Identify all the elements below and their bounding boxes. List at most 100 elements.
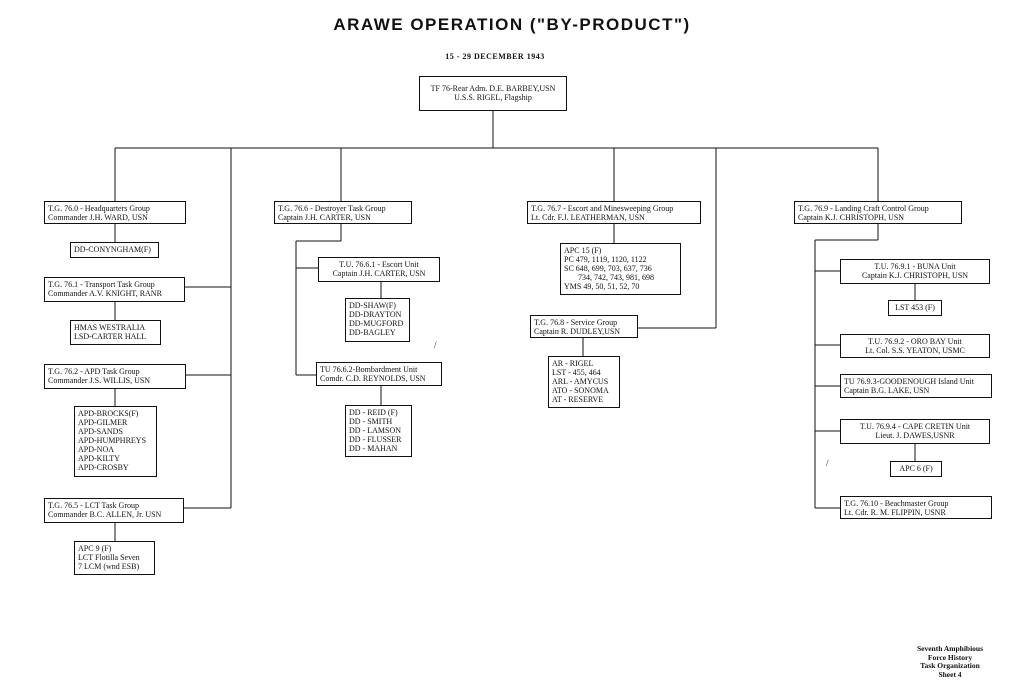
tu7693-commander: Captain B.G. LAKE, USN [844, 386, 930, 395]
ship-name: AR - RIGEL [552, 359, 594, 368]
tg762-commander: Commander J.S. WILLIS, USN [48, 376, 151, 385]
ship-name: LCT Flotilla Seven [78, 553, 140, 562]
footer-line: Sheet 4 [938, 669, 962, 679]
ship-name: APC 15 (F) [564, 246, 602, 255]
ship-name: DD-CONYNGHAM(F) [74, 245, 151, 254]
ship-name: DD - REID (F) [349, 408, 398, 417]
tu7661-title: T.U. 76.6.1 - Escort Unit [339, 260, 419, 269]
stray-mark: / [434, 340, 437, 350]
ship-name: APC 6 (F) [899, 464, 933, 473]
tu7662-title: TU 76.6.2-Bombardment Unit [320, 365, 418, 374]
ship-name: APD-GILMER [78, 418, 128, 427]
tg767-title: T.G. 76.7 - Escort and Minesweeping Grou… [531, 204, 674, 213]
tu7693-box: TU 76.9.3-GOODENOUGH Island Unit Captain… [840, 374, 992, 398]
tf76-box: TF 76-Rear Adm. D.E. BARBEY,USN U.S.S. R… [419, 76, 567, 111]
ship-name: DD - SMITH [349, 417, 393, 426]
footer-line: Seventh Amphibious [916, 644, 984, 653]
tg7610-commander: Lt. Cdr. R. M. FLIPPIN, USNR [844, 508, 946, 517]
ship-name: DD - LAMSON [349, 426, 401, 435]
ship-name: 7 LCM (wnd ESB) [78, 562, 140, 571]
tg768-ships-box: AR - RIGEL LST - 455, 464 ARL - AMYCUS A… [548, 356, 620, 408]
ship-name: DD-MUGFORD [349, 319, 404, 328]
stray-mark: / [826, 458, 829, 468]
tu7691-ship-box: LST 453 (F) [888, 300, 942, 316]
ship-name: APD-NOA [78, 445, 114, 454]
tu7693-title: TU 76.9.3-GOODENOUGH Island Unit [844, 377, 974, 386]
tg769-commander: Captain K.J. CHRISTOPH, USN [798, 213, 905, 222]
ship-name: ARL - AMYCUS [552, 377, 609, 386]
tg769-box: T.G. 76.9 - Landing Craft Control Group … [794, 201, 962, 224]
tg768-box: T.G. 76.8 - Service Group Captain R. DUD… [530, 315, 638, 338]
tg761-box: T.G. 76.1 - Transport Task Group Command… [44, 277, 185, 302]
tu7662-box: TU 76.6.2-Bombardment Unit Comdr. C.D. R… [316, 362, 442, 386]
tu7661-box: T.U. 76.6.1 - Escort Unit Captain J.H. C… [318, 257, 440, 282]
tu7692-box: T.U. 76.9.2 - ORO BAY Unit Lt. Col. S.S.… [840, 334, 990, 358]
tu7694-commander: Lieut. J. DAWES,USNR [875, 431, 955, 440]
ship-name: ATO - SONOMA [552, 386, 609, 395]
tg7610-title: T.G. 76.10 - Beachmaster Group [844, 499, 949, 508]
tu7691-box: T.U. 76.9.1 - BUNA Unit Captain K.J. CHR… [840, 259, 990, 284]
tg761-title: T.G. 76.1 - Transport Task Group [48, 280, 155, 289]
sheet-footer: Seventh Amphibious Force History Task Or… [900, 644, 1000, 679]
tg765-title: T.G. 76.5 - LCT Task Group [48, 501, 139, 510]
tg762-box: T.G. 76.2 - APD Task Group Commander J.S… [44, 364, 186, 389]
tu7662-commander: Comdr. C.D. REYNOLDS, USN [320, 374, 426, 383]
ship-name: DD - FLUSSER [349, 435, 402, 444]
tg766-title: T.G. 76.6 - Destroyer Task Group [278, 204, 386, 213]
tg765-commander: Commander B.C. ALLEN, Jr. USN [48, 510, 162, 519]
tu7662-ships-box: DD - REID (F) DD - SMITH DD - LAMSON DD … [345, 405, 412, 457]
ship-name: APD-CROSBY [78, 463, 129, 472]
ship-name: DD-BAGLEY [349, 328, 396, 337]
tg760-commander: Commander J.H. WARD, USN [48, 213, 148, 222]
ship-name: YMS 49, 50, 51, 52, 70 [564, 282, 640, 291]
tf76-flagship: U.S.S. RIGEL, Flagship [454, 93, 532, 102]
ship-name: DD-DRAYTON [349, 310, 402, 319]
ship-name: SC 648, 699, 703, 637, 736 [564, 264, 652, 273]
tg760-title: T.G. 76.0 - Headquarters Group [48, 204, 150, 213]
ship-name: LST 453 (F) [895, 303, 935, 312]
tg768-commander: Captain R. DUDLEY,USN [534, 327, 621, 336]
tu7691-title: T.U. 76.9.1 - BUNA Unit [874, 262, 956, 271]
tu7661-commander: Captain J.H. CARTER, USN [332, 269, 426, 278]
tu7691-commander: Captain K.J. CHRISTOPH, USN [861, 271, 969, 280]
tu7694-ship-box: APC 6 (F) [890, 461, 942, 477]
tu7692-commander: Lt. Col. S.S. YEATON, USMC [865, 346, 965, 355]
tg760-box: T.G. 76.0 - Headquarters Group Commander… [44, 201, 186, 224]
ship-name: 734, 742, 743, 981, 698 [578, 273, 654, 282]
tg761-ships-box: HMAS WESTRALIA LSD-CARTER HALL [70, 320, 161, 345]
tg766-commander: Captain J.H. CARTER, USN [278, 213, 371, 222]
tg767-commander: Lt. Cdr. F.J. LEATHERMAN, USN [531, 213, 645, 222]
tg769-title: T.G. 76.9 - Landing Craft Control Group [798, 204, 929, 213]
ship-name: HMAS WESTRALIA [74, 323, 146, 332]
tg766-box: T.G. 76.6 - Destroyer Task Group Captain… [274, 201, 412, 224]
ship-name: PC 479, 1119, 1120, 1122 [564, 255, 647, 264]
tu7661-ships-box: DD-SHAW(F) DD-DRAYTON DD-MUGFORD DD-BAGL… [345, 298, 410, 342]
tg767-ships-box: APC 15 (F) PC 479, 1119, 1120, 1122 SC 6… [560, 243, 681, 295]
ship-name: APD-HUMPHREYS [78, 436, 147, 445]
ship-name: DD-SHAW(F) [349, 301, 396, 310]
tg761-commander: Commander A.V. KNIGHT, RANR [48, 289, 162, 298]
tg760-ship-box: DD-CONYNGHAM(F) [70, 242, 159, 258]
tg765-box: T.G. 76.5 - LCT Task Group Commander B.C… [44, 498, 184, 523]
tg762-ships-box: APD-BROCKS(F) APD-GILMER APD-SANDS APD-H… [74, 406, 157, 477]
date-range: 15 - 29 DECEMBER 1943 [445, 52, 545, 61]
ship-name: APD-KILTY [78, 454, 120, 463]
ship-name: APD-BROCKS(F) [78, 409, 139, 418]
tg7610-box: T.G. 76.10 - Beachmaster Group Lt. Cdr. … [840, 496, 992, 519]
tg762-title: T.G. 76.2 - APD Task Group [48, 367, 140, 376]
tg768-title: T.G. 76.8 - Service Group [534, 318, 618, 327]
page-title: ARAWE OPERATION ("BY-PRODUCT") [333, 15, 691, 34]
tg767-box: T.G. 76.7 - Escort and Minesweeping Grou… [527, 201, 701, 224]
ship-name: LST - 455, 464 [552, 368, 601, 377]
tf76-commander: TF 76-Rear Adm. D.E. BARBEY,USN [430, 84, 556, 93]
footer-line: Force History [927, 652, 973, 662]
ship-name: APC 9 (F) [78, 544, 112, 553]
tu7692-title: T.U. 76.9.2 - ORO BAY Unit [868, 337, 962, 346]
ship-name: APD-SANDS [78, 427, 123, 436]
tu7694-box: T.U. 76.9.4 - CAPE CRETIN Unit Lieut. J.… [840, 419, 990, 444]
footer-line: Task Organization [920, 661, 980, 670]
tu7694-title: T.U. 76.9.4 - CAPE CRETIN Unit [859, 422, 971, 431]
ship-name: LSD-CARTER HALL [74, 332, 147, 341]
tg765-ships-box: APC 9 (F) LCT Flotilla Seven 7 LCM (wnd … [74, 541, 155, 575]
